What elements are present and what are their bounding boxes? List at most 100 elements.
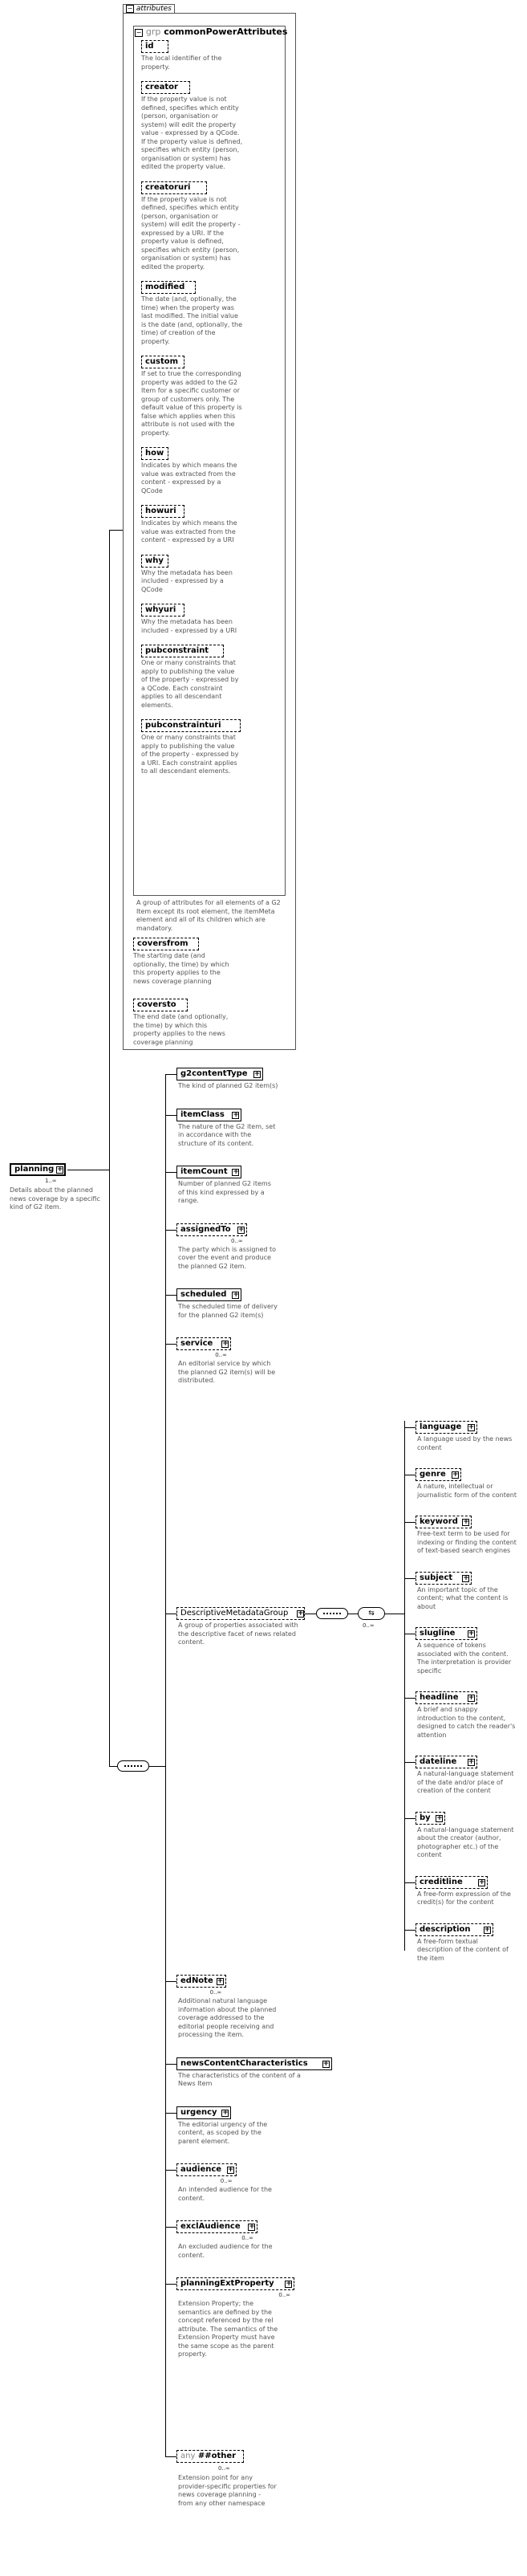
attributes-plus-icon[interactable]: − xyxy=(126,5,134,13)
child-itemClass-expand-icon[interactable]: + xyxy=(232,1110,240,1119)
desc-creditline-box[interactable]: creditline xyxy=(416,1875,488,1889)
desc-slugline-box[interactable]: slugline xyxy=(416,1627,477,1640)
attr-pubconstraint-box[interactable]: pubconstraint xyxy=(141,645,224,657)
child-exclAudience-expand-icon[interactable]: + xyxy=(248,2223,256,2231)
desc-description-description: A free-form textual description of the c… xyxy=(417,1937,509,1962)
group-frame xyxy=(133,26,286,896)
attr-why-box[interactable]: why xyxy=(141,554,168,568)
desc-slugline-expand-icon[interactable]: + xyxy=(467,1630,475,1638)
attr-modified-box[interactable]: modified xyxy=(141,281,196,294)
desc-description-expand-icon[interactable]: + xyxy=(483,1925,491,1934)
desc-language-expand-icon[interactable]: + xyxy=(467,1423,475,1431)
desc-by-label: by xyxy=(420,1813,431,1822)
child-itemClass-box[interactable]: itemClass xyxy=(176,1108,242,1121)
planning-element-box[interactable]: planning xyxy=(10,1163,66,1176)
desc-headline-label: headline xyxy=(420,1693,459,1702)
child-urgency-box[interactable]: urgency xyxy=(176,2106,232,2119)
any-other-box[interactable]: any ##other xyxy=(176,2450,244,2463)
attributes-tag: − attributes xyxy=(123,4,175,13)
child-g2contentType-label: g2contentType xyxy=(180,1069,248,1078)
attr-howuri-description: Indicates by which means the value was e… xyxy=(141,519,237,543)
attributes-label: attributes xyxy=(136,5,172,13)
child-audience-box[interactable]: audience xyxy=(176,2163,237,2176)
child-g2contentType-expand-icon[interactable]: + xyxy=(253,1070,261,1078)
connector-headline xyxy=(404,1698,416,1699)
child-audience-cardinality: 0..∞ xyxy=(220,2178,233,2184)
child-service-expand-icon[interactable]: + xyxy=(221,1340,229,1348)
desc-subject-expand-icon[interactable]: + xyxy=(462,1573,470,1582)
connector-itemCount xyxy=(165,1172,176,1173)
descriptive-sequence-compositor[interactable] xyxy=(316,1608,348,1619)
desc-subject-box[interactable]: subject xyxy=(416,1571,472,1585)
group-collapse-icon[interactable]: − xyxy=(135,29,143,37)
attr-coversfrom-box[interactable]: coversfrom xyxy=(133,938,199,950)
child-service-description: An editorial service by which the planne… xyxy=(178,1360,276,1384)
desc-slugline-label: slugline xyxy=(420,1629,456,1638)
planning-cardinality: 1..∞ xyxy=(45,1178,57,1184)
child-newsContentCharacteristics-expand-icon[interactable]: + xyxy=(322,2059,330,2068)
desc-keyword-expand-icon[interactable]: + xyxy=(462,1518,470,1526)
group-header[interactable]: − grp commonPowerAttributes xyxy=(135,26,287,37)
desc-genre-expand-icon[interactable]: + xyxy=(452,1471,459,1479)
attr-whyuri-box[interactable]: whyuri xyxy=(141,604,184,617)
child-itemCount-box[interactable]: itemCount xyxy=(176,1166,242,1178)
child-itemCount-expand-icon[interactable]: + xyxy=(232,1168,240,1176)
desc-description-box[interactable]: description xyxy=(416,1923,493,1936)
attr-pubconstraint-label: pubconstraint xyxy=(145,646,209,655)
child-scheduled-expand-icon[interactable]: + xyxy=(232,1291,240,1299)
attr-creatoruri-label: creatoruri xyxy=(145,182,191,192)
desc-genre-box[interactable]: genre xyxy=(416,1468,461,1481)
child-urgency-expand-icon[interactable]: + xyxy=(221,2108,229,2117)
sequence-compositor[interactable] xyxy=(117,1760,149,1772)
desc-creditline-description: A free-form expression of the credit(s) … xyxy=(417,1890,511,1907)
desc-dateline-expand-icon[interactable]: + xyxy=(467,1758,475,1766)
connector-children-v xyxy=(165,1074,166,2456)
desc-by-expand-icon[interactable]: + xyxy=(436,1813,444,1822)
desc-headline-expand-icon[interactable]: + xyxy=(467,1694,475,1702)
desc-keyword-box[interactable]: keyword xyxy=(416,1516,472,1528)
child-assignedTo-expand-icon[interactable]: + xyxy=(237,1225,245,1234)
child-g2contentType-box[interactable]: g2contentType xyxy=(176,1068,263,1080)
descriptive-metadata-group-box[interactable]: DescriptiveMetadataGroup xyxy=(176,1607,305,1620)
desc-headline-box[interactable]: headline xyxy=(416,1691,477,1704)
child-edNote-label: edNote xyxy=(180,1976,213,1985)
child-edNote-expand-icon[interactable]: + xyxy=(216,1977,224,1985)
child-newsContentCharacteristics-description: The characteristics of the content of a … xyxy=(178,2071,301,2088)
desc-description-label: description xyxy=(420,1924,471,1934)
attr-how-box[interactable]: how xyxy=(141,447,168,460)
connector-by xyxy=(404,1817,416,1819)
child-audience-expand-icon[interactable]: + xyxy=(226,2166,234,2174)
attr-pubconstrainturi-box[interactable]: pubconstrainturi xyxy=(141,719,241,732)
attr-custom-box[interactable]: custom xyxy=(141,356,184,368)
attr-creator-box[interactable]: creator xyxy=(141,81,190,94)
connector-planningExtProperty xyxy=(165,2284,176,2285)
child-planningExtProperty-box[interactable]: planningExtProperty xyxy=(176,2277,295,2290)
desc-creditline-expand-icon[interactable]: + xyxy=(478,1878,485,1886)
attr-whyuri-description: Why the metadata has been included - exp… xyxy=(141,618,237,634)
desc-subject-description: An important topic of the content; what … xyxy=(417,1585,509,1610)
child-assignedTo-box[interactable]: assignedTo xyxy=(176,1223,247,1236)
connector-description xyxy=(404,1929,416,1931)
attr-creatoruri-box[interactable]: creatoruri xyxy=(141,181,207,194)
attr-custom-label: custom xyxy=(145,357,179,366)
child-scheduled-box[interactable]: scheduled xyxy=(176,1288,242,1301)
connector-assignedTo xyxy=(165,1229,176,1231)
attr-howuri-box[interactable]: howuri xyxy=(141,505,184,518)
child-exclAudience-box[interactable]: exclAudience xyxy=(176,2220,258,2233)
planning-expand-icon[interactable]: + xyxy=(56,1166,63,1174)
child-urgency-description: The editorial urgency of the content, as… xyxy=(178,2120,268,2145)
child-newsContentCharacteristics-box[interactable]: newsContentCharacteristics xyxy=(176,2057,332,2070)
descriptive-choice-compositor[interactable]: ⇆ xyxy=(358,1607,385,1620)
descriptive-group-expand-icon[interactable]: + xyxy=(297,1609,304,1618)
attr-id-box[interactable]: id xyxy=(141,40,168,53)
child-assignedTo-cardinality: 0..∞ xyxy=(231,1237,243,1244)
child-service-box[interactable]: service xyxy=(176,1337,232,1350)
child-planningExtProperty-expand-icon[interactable]: + xyxy=(285,2280,293,2288)
attr-coversto-box[interactable]: coversto xyxy=(133,999,188,1011)
child-edNote-box[interactable]: edNote xyxy=(176,1975,226,1988)
connector-exclAudience xyxy=(165,2227,176,2228)
desc-language-box[interactable]: language xyxy=(416,1421,477,1434)
group-name: commonPowerAttributes xyxy=(164,26,288,37)
child-service-label: service xyxy=(180,1339,213,1348)
desc-dateline-box[interactable]: dateline xyxy=(416,1756,477,1768)
